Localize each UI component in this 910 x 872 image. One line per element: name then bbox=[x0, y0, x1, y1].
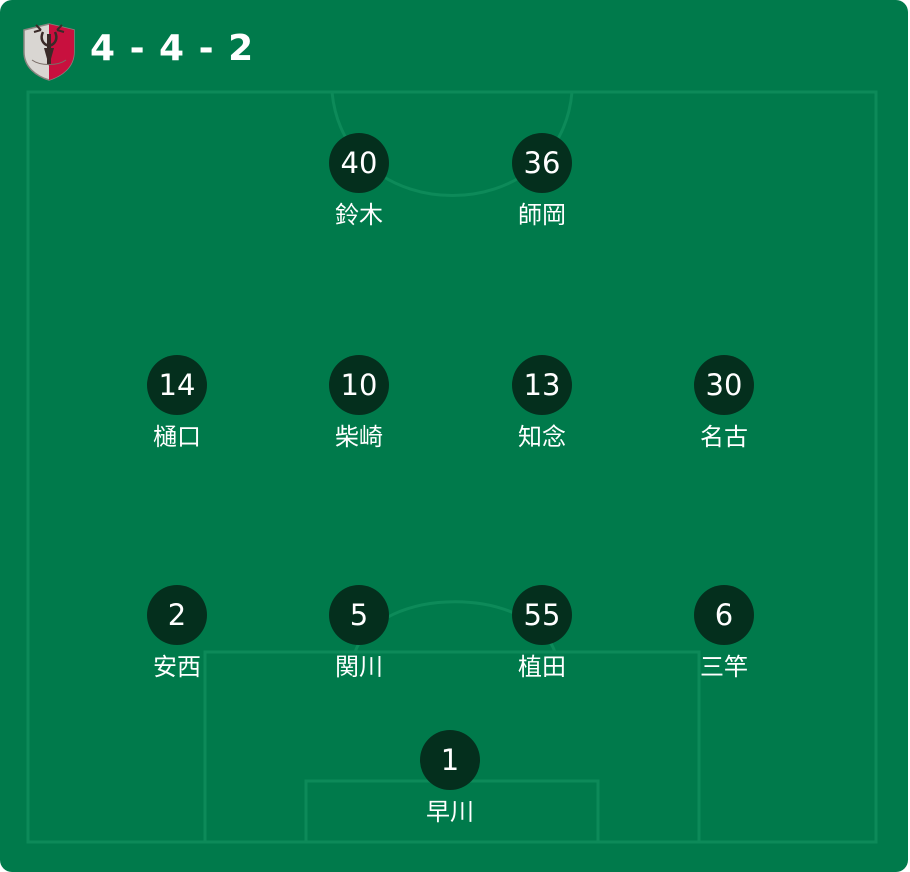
lineup-header: 4 - 4 - 2 bbox=[20, 20, 254, 82]
player-goalkeeper[interactable]: 1 早川 bbox=[390, 730, 510, 825]
player-number: 36 bbox=[512, 133, 572, 193]
player-number: 55 bbox=[512, 585, 572, 645]
player-name: 関川 bbox=[335, 653, 383, 681]
player-name: 名古 bbox=[700, 423, 748, 451]
player-name: 安西 bbox=[153, 653, 201, 681]
player-name: 師岡 bbox=[518, 201, 566, 229]
player-defender-3[interactable]: 55 植田 bbox=[482, 585, 602, 680]
player-number: 13 bbox=[512, 355, 572, 415]
player-name: 植田 bbox=[518, 653, 566, 681]
player-name: 柴崎 bbox=[335, 423, 383, 451]
player-name: 三竿 bbox=[700, 653, 748, 681]
player-midfielder-1[interactable]: 14 樋口 bbox=[117, 355, 237, 450]
player-defender-4[interactable]: 6 三竿 bbox=[664, 585, 784, 680]
player-name: 早川 bbox=[426, 798, 474, 826]
player-number: 2 bbox=[147, 585, 207, 645]
player-defender-2[interactable]: 5 関川 bbox=[299, 585, 419, 680]
team-crest-icon bbox=[23, 23, 75, 81]
player-forward-1[interactable]: 40 鈴木 bbox=[299, 133, 419, 228]
player-number: 10 bbox=[329, 355, 389, 415]
player-number: 14 bbox=[147, 355, 207, 415]
player-number: 1 bbox=[420, 730, 480, 790]
player-number: 5 bbox=[329, 585, 389, 645]
player-name: 鈴木 bbox=[335, 201, 383, 229]
player-forward-2[interactable]: 36 師岡 bbox=[482, 133, 602, 228]
player-number: 6 bbox=[694, 585, 754, 645]
player-name: 知念 bbox=[518, 423, 566, 451]
formation-title: 4 - 4 - 2 bbox=[90, 27, 255, 69]
player-number: 40 bbox=[329, 133, 389, 193]
player-number: 30 bbox=[694, 355, 754, 415]
player-midfielder-2[interactable]: 10 柴崎 bbox=[299, 355, 419, 450]
player-defender-1[interactable]: 2 安西 bbox=[117, 585, 237, 680]
player-name: 樋口 bbox=[153, 423, 201, 451]
player-midfielder-3[interactable]: 13 知念 bbox=[482, 355, 602, 450]
player-midfielder-4[interactable]: 30 名古 bbox=[664, 355, 784, 450]
